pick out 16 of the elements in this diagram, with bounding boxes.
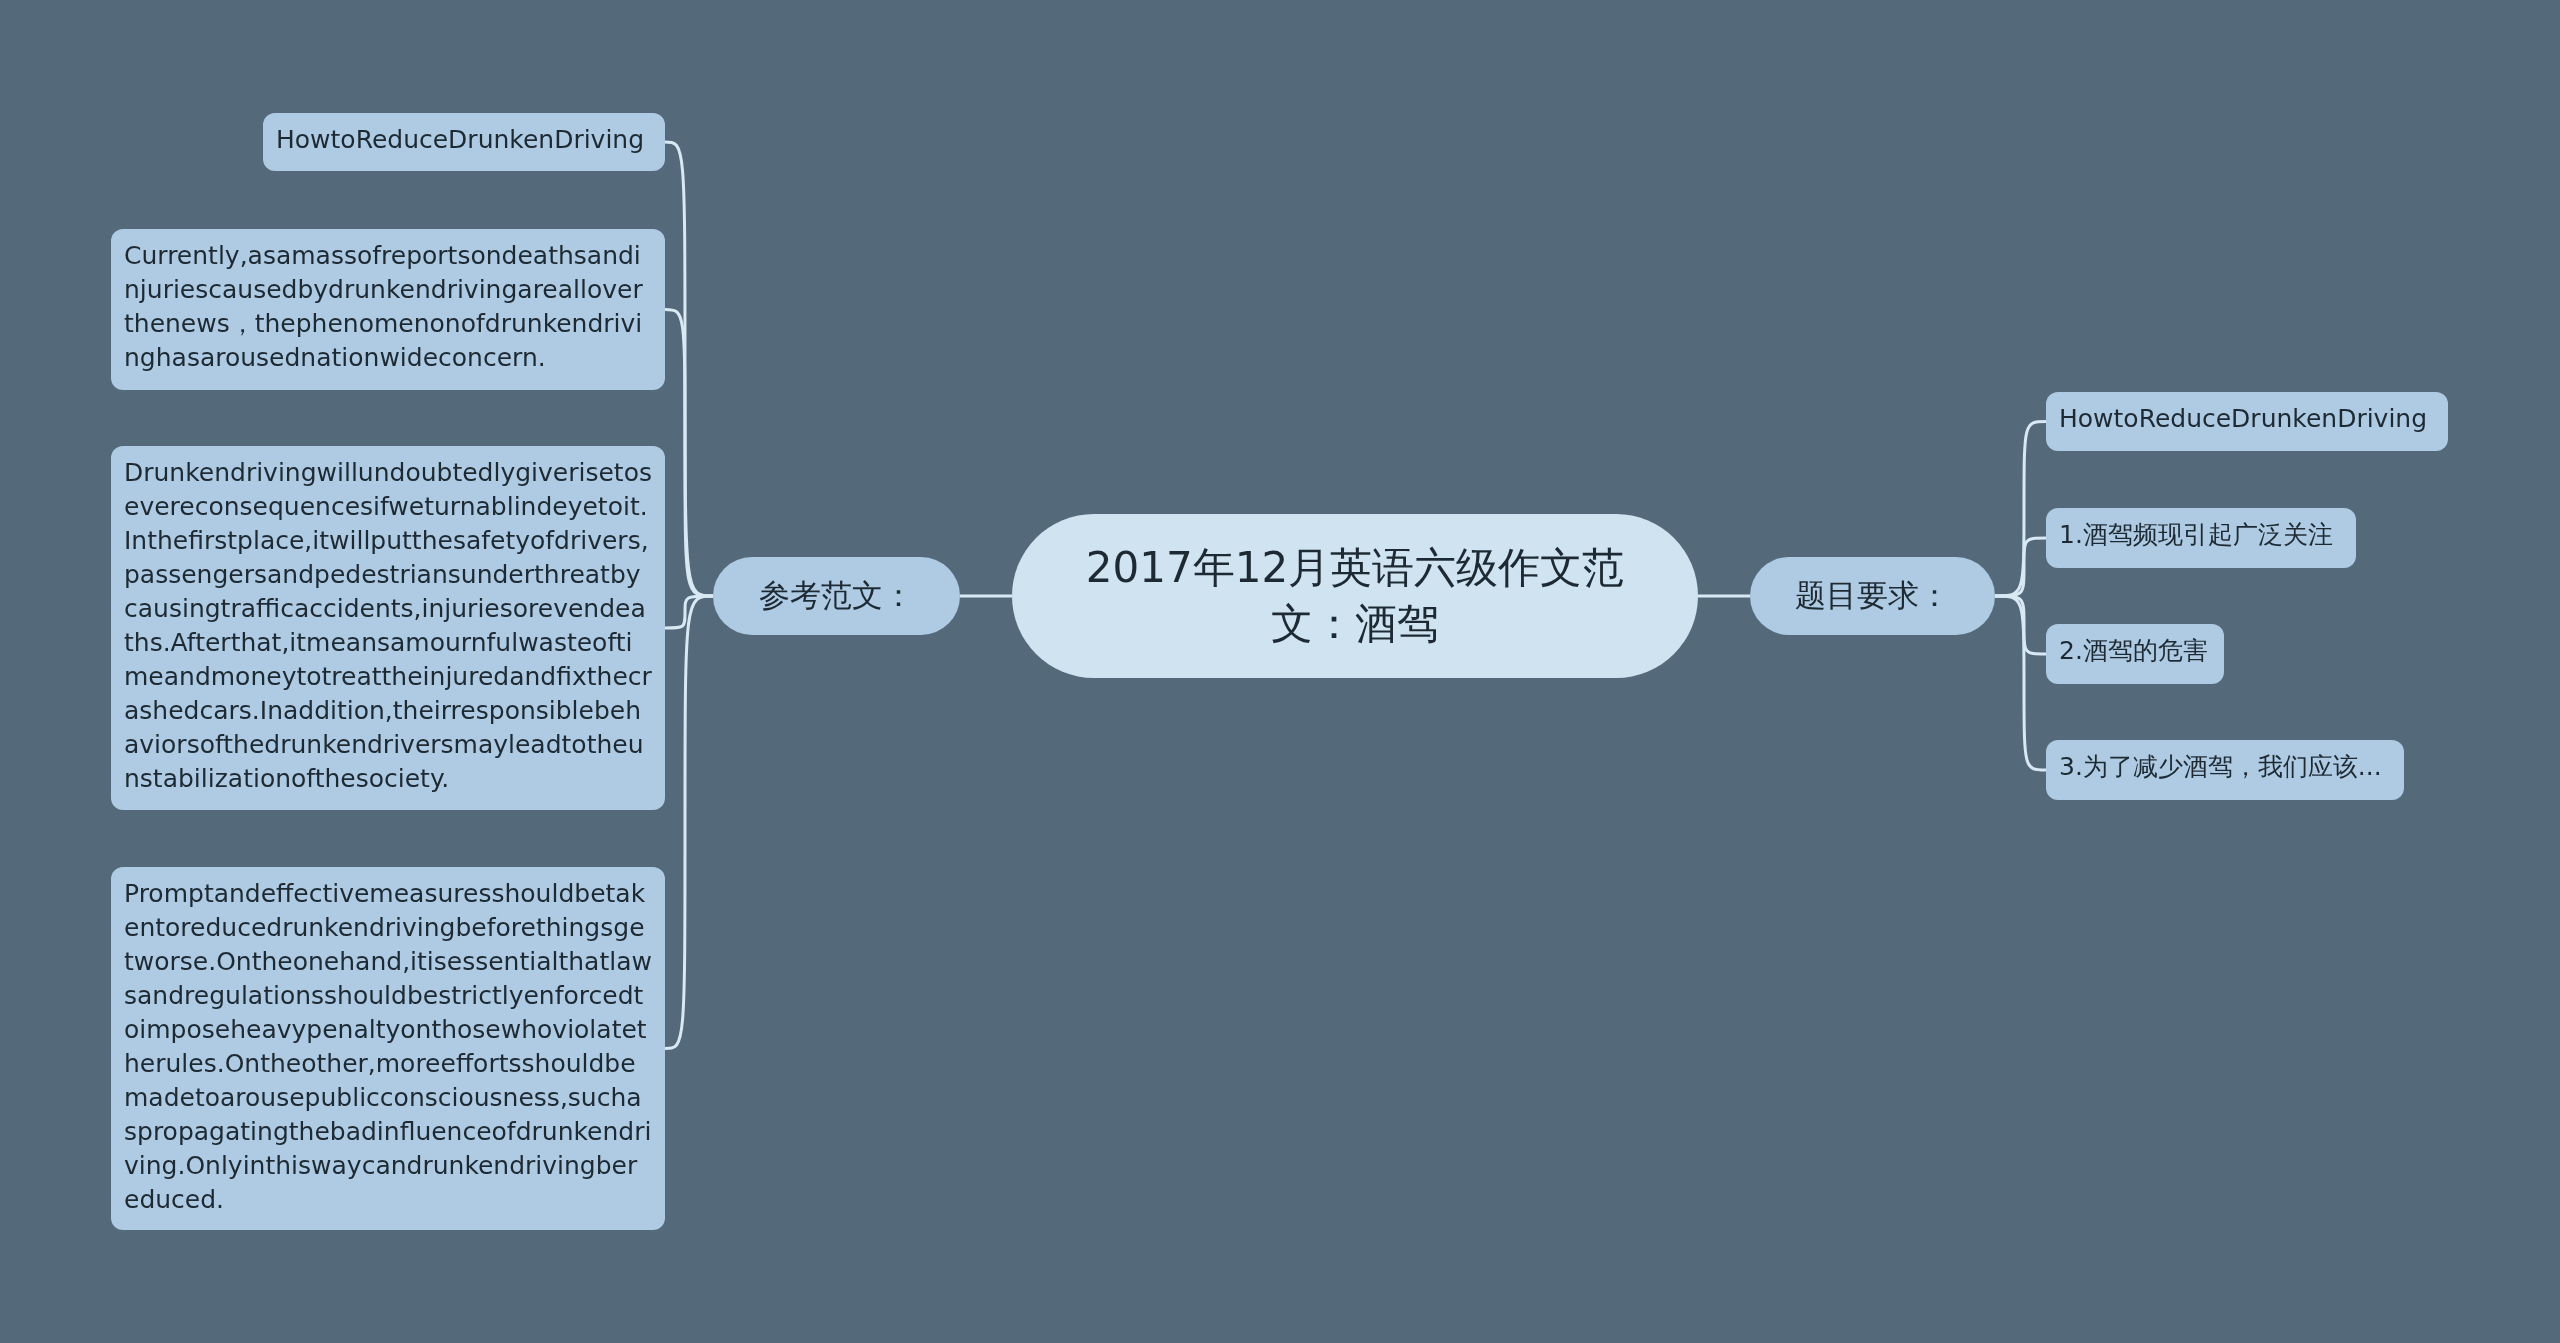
branch-box: 题目要求： [1750,557,1995,635]
text-box: Promptandeffectivemeasuresshouldbetakentoreducedrunkendrivingbeforethingsgetworse.Ontheonehand,itisessentialthatlawsandregulationsshouldbestrictlyenforcedtoimposeheavypenaltyonthosewhoviolatetherules.Ontheother,moreeffortsshouldbemadetoarousepublicconsciousness,suchaspropagatingthebadinfluenceofdrunkendriving.Onlyinthiswaycandrunkendrivingbereduced. [111,867,665,1230]
text-box: HowtoReduceDrunkenDriving [263,113,665,171]
text-box: 1.酒驾频现引起广泛关注 [2046,508,2356,568]
connector-line [960,594,1012,598]
topic-box: 2017年12月英语六级作文范文：酒驾 [1012,514,1698,678]
connector-line [664,594,714,1050]
connector-line [664,308,713,598]
connector-line [1698,594,1750,598]
connector-line [1995,536,2046,598]
text-box: HowtoReduceDrunkenDriving [2046,392,2448,451]
text-box: Currently,asamassofreportsondeathsandinjuriescausedbydrunkendrivingareallover thenews，thephenomenonofdrunkendrivinghasarousednationwideconcern. [111,229,665,390]
text-box: 3.为了减少酒驾，我们应该... [2046,740,2404,800]
text-box: Drunkendrivingwillundoubtedlygiverisetosevereconsequencesifweturnablindeyetoit.Inthefirstplace,itwillputthesafetyofdrivers,passengersandpedestriansunderthreatbycausingtrafficaccidents,injuriesorevendeaths.Afterthat,itmeansamournfulwasteoftimeandmoneytotreattheinjuredandfixthecrashedcars.Inaddition,theirresponsiblebehaviorsofthedrunkendriversmayleadtotheunstabilizationofthesociety. [111,446,665,810]
text-box: 2.酒驾的危害 [2046,624,2224,684]
branch-box: 参考范文： [713,557,960,635]
